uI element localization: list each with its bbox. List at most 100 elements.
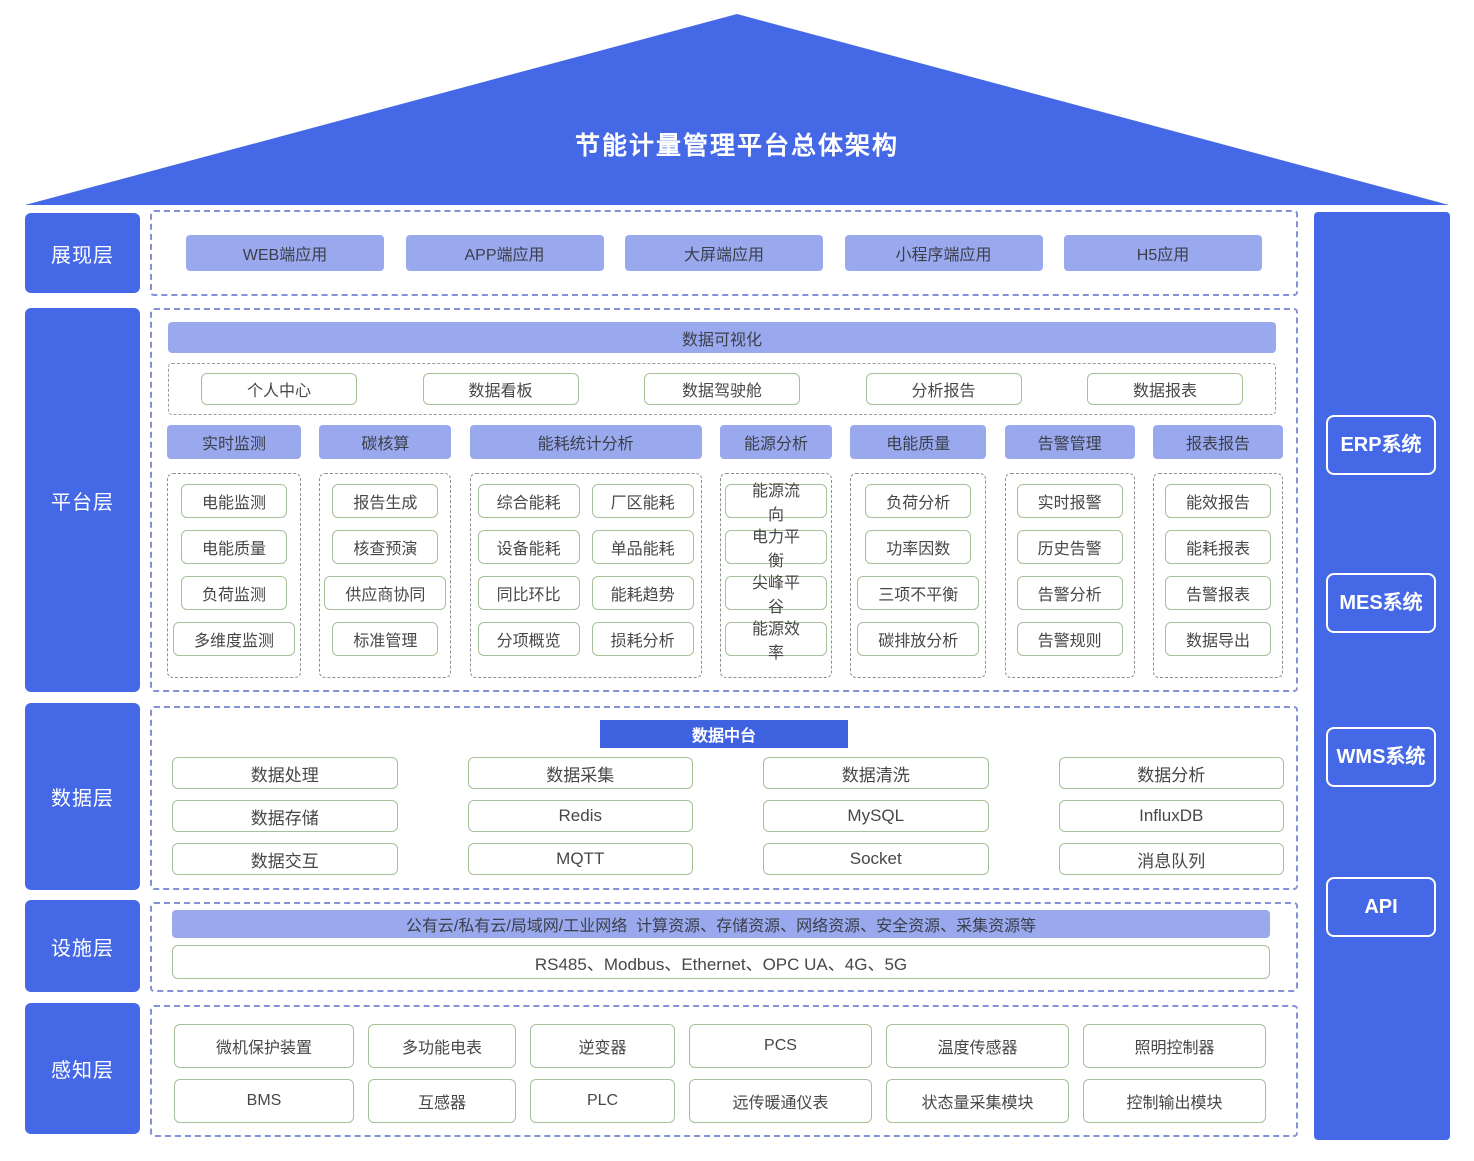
module-column: 实时监测电能监测电能质量负荷监测多维度监测 [167, 425, 301, 678]
module-item: 负荷分析 [865, 484, 972, 518]
platform-section: 数据可视化 个人中心数据看板数据驾驶舱分析报告数据报表 实时监测电能监测电能质量… [150, 308, 1298, 692]
visualization-items-row: 个人中心数据看板数据驾驶舱分析报告数据报表 [168, 363, 1276, 415]
module-items-box: 综合能耗厂区能耗设备能耗单品能耗同比环比能耗趋势分项概览损耗分析 [469, 473, 702, 678]
module-item: 功率因数 [865, 530, 972, 564]
module-item: 供应商协同 [324, 576, 447, 610]
data-center-bar: 数据中台 [600, 720, 848, 748]
module-header: 报表报告 [1152, 425, 1283, 459]
external-system-box: ERP系统 [1326, 415, 1436, 475]
data-section: 数据中台 数据处理 数据采集 数据清洗 数据分析数据存储 Redis MySQL Influ… [150, 706, 1298, 890]
module-header: 电能质量 [850, 425, 987, 459]
facility-protocols: RS485、Modbus、Ethernet、OPC UA、4G、5G [172, 945, 1270, 979]
data-grid: 数据处理 数据采集 数据清洗 数据分析数据存储 Redis MySQL InfluxDB 数据… [172, 757, 1284, 875]
module-item: 能耗报表 [1164, 530, 1271, 564]
module-item: 电能监测 [180, 484, 287, 518]
data-cell: MQTT [467, 843, 693, 875]
device-box: 互感器 [368, 1079, 516, 1123]
visualization-item: 数据报表 [1087, 373, 1243, 405]
layer-label-perception: 感知层 [25, 1003, 140, 1134]
module-item: 历史告警 [1016, 530, 1123, 564]
module-item: 告警规则 [1016, 622, 1123, 656]
app-box: APP端应用 [405, 235, 604, 271]
module-header: 实时监测 [167, 425, 301, 459]
roof-shape [25, 14, 1449, 205]
module-item: 标准管理 [332, 622, 439, 656]
module-items-box: 电能监测电能质量负荷监测多维度监测 [167, 473, 301, 678]
device-box: 状态量采集模块 [886, 1079, 1069, 1123]
facility-resources-bar: 公有云/私有云/局域网/工业网络 计算资源、存储资源、网络资源、安全资源、采集资… [172, 910, 1270, 938]
device-box: 控制输出模块 [1083, 1079, 1266, 1123]
module-item: 数据导出 [1164, 622, 1271, 656]
data-cell: 消息队列 [1058, 843, 1284, 875]
data-cell: 数据存储 [172, 800, 398, 832]
module-column: 能耗统计分析综合能耗厂区能耗设备能耗单品能耗同比环比能耗趋势分项概览损耗分析 [469, 425, 702, 678]
module-items-box: 能效报告能耗报表告警报表数据导出 [1152, 473, 1283, 678]
module-item: 电力平衡 [724, 529, 827, 570]
device-box: 远传暖通仪表 [689, 1079, 872, 1123]
module-item: 多维度监测 [172, 622, 295, 656]
data-cell: Socket [763, 843, 989, 875]
data-cell: Redis [467, 800, 693, 832]
diagram-title: 节能计量管理平台总体架构 [574, 132, 899, 160]
module-item: 综合能耗 [477, 484, 580, 518]
module-item: 同比环比 [477, 576, 580, 610]
module-item: 损耗分析 [591, 622, 694, 656]
data-cell: 数据分析 [1058, 757, 1284, 789]
visualization-item: 数据驾驶舱 [644, 373, 800, 405]
module-header: 告警管理 [1004, 425, 1135, 459]
data-cell: MySQL [763, 800, 989, 832]
facility-section: 公有云/私有云/局域网/工业网络 计算资源、存储资源、网络资源、安全资源、采集资… [150, 902, 1298, 992]
module-item: 报告生成 [332, 484, 439, 518]
module-item: 能耗趋势 [591, 576, 694, 610]
layer-label-data: 数据层 [25, 703, 140, 890]
app-box: H5应用 [1064, 235, 1262, 271]
platform-modules: 实时监测电能监测电能质量负荷监测多维度监测碳核算报告生成核查预演供应商协同标准管… [167, 425, 1283, 678]
module-column: 告警管理实时报警历史告警告警分析告警规则 [1004, 425, 1135, 678]
module-item: 单品能耗 [591, 530, 694, 564]
external-system-box: WMS系统 [1326, 727, 1436, 787]
device-box: PLC [530, 1079, 675, 1123]
module-items-box: 能源流向电力平衡尖峰平谷能源效率 [719, 473, 832, 678]
data-cell: 数据处理 [172, 757, 398, 789]
module-column: 报表报告能效报告能耗报表告警报表数据导出 [1152, 425, 1283, 678]
module-item: 能效报告 [1164, 484, 1271, 518]
module-header: 能耗统计分析 [469, 425, 702, 459]
module-item: 分项概览 [477, 622, 580, 656]
layer-label-platform: 平台层 [25, 308, 140, 692]
data-cell: InfluxDB [1058, 800, 1284, 832]
module-column: 碳核算报告生成核查预演供应商协同标准管理 [319, 425, 452, 678]
data-cell: 数据交互 [172, 843, 398, 875]
app-box: 大屏端应用 [625, 235, 823, 271]
visualization-item: 个人中心 [201, 373, 357, 405]
layer-label-facility: 设施层 [25, 900, 140, 992]
module-item: 告警分析 [1016, 576, 1123, 610]
data-cell: 数据清洗 [763, 757, 989, 789]
device-box: 多功能电表 [368, 1024, 516, 1068]
module-column: 电能质量负荷分析功率因数三项不平衡碳排放分析 [850, 425, 987, 678]
device-box: 照明控制器 [1083, 1024, 1266, 1068]
module-item: 能源流向 [724, 483, 827, 524]
module-item: 负荷监测 [180, 576, 287, 610]
device-box: 温度传感器 [886, 1024, 1069, 1068]
visualization-bar: 数据可视化 [168, 322, 1276, 353]
module-item: 实时报警 [1016, 484, 1123, 518]
module-item: 尖峰平谷 [724, 575, 827, 616]
external-system-box: MES系统 [1326, 573, 1436, 633]
module-header: 能源分析 [719, 425, 832, 459]
device-box: 逆变器 [530, 1024, 675, 1068]
module-header: 碳核算 [319, 425, 452, 459]
visualization-item: 数据看板 [422, 373, 579, 405]
module-items-box: 实时报警历史告警告警分析告警规则 [1004, 473, 1135, 678]
app-box: 小程序端应用 [844, 235, 1043, 271]
module-column: 能源分析能源流向电力平衡尖峰平谷能源效率 [719, 425, 832, 678]
module-item: 三项不平衡 [857, 576, 980, 610]
module-items-box: 负荷分析功率因数三项不平衡碳排放分析 [850, 473, 987, 678]
data-cell: 数据采集 [467, 757, 693, 789]
module-item: 电能质量 [180, 530, 287, 564]
